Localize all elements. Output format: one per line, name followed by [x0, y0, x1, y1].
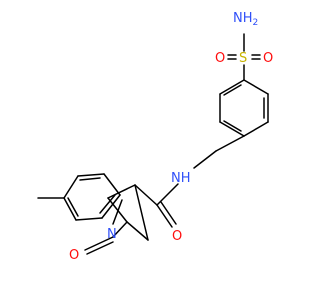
- benzene-ring-top: [219, 79, 269, 137]
- tolyl-ring: [63, 173, 121, 221]
- bond-co-b: [160, 201, 177, 225]
- bond-lactam-co-b: [86, 241, 114, 255]
- sulfur-label: S: [239, 51, 247, 66]
- bond-n-carbonyl: [156, 183, 179, 206]
- bond-co-a: [156, 204, 173, 228]
- molecule-canvas: NH2 O S O NH O N O: [37, 11, 273, 263]
- sulfonyl-o-left-label: O: [215, 51, 225, 66]
- ring-n-label: N: [107, 227, 117, 242]
- amide-o-label: O: [172, 229, 182, 244]
- bond-ring-ch2: [215, 135, 245, 152]
- amide-nh-label: NH: [171, 171, 191, 186]
- bond-ch2-n: [193, 150, 217, 169]
- structure-diagram: NH2 O S O NH O N O: [37, 11, 273, 263]
- bond-carbonyl-c3: [134, 184, 158, 206]
- sulfonyl-o-right-label: O: [263, 51, 273, 66]
- nh2-n-label: NH2: [233, 11, 258, 28]
- bond-lactam-co-a: [84, 236, 114, 251]
- lactam-o-label: O: [69, 248, 79, 263]
- bond-n-tolyl: [112, 199, 123, 225]
